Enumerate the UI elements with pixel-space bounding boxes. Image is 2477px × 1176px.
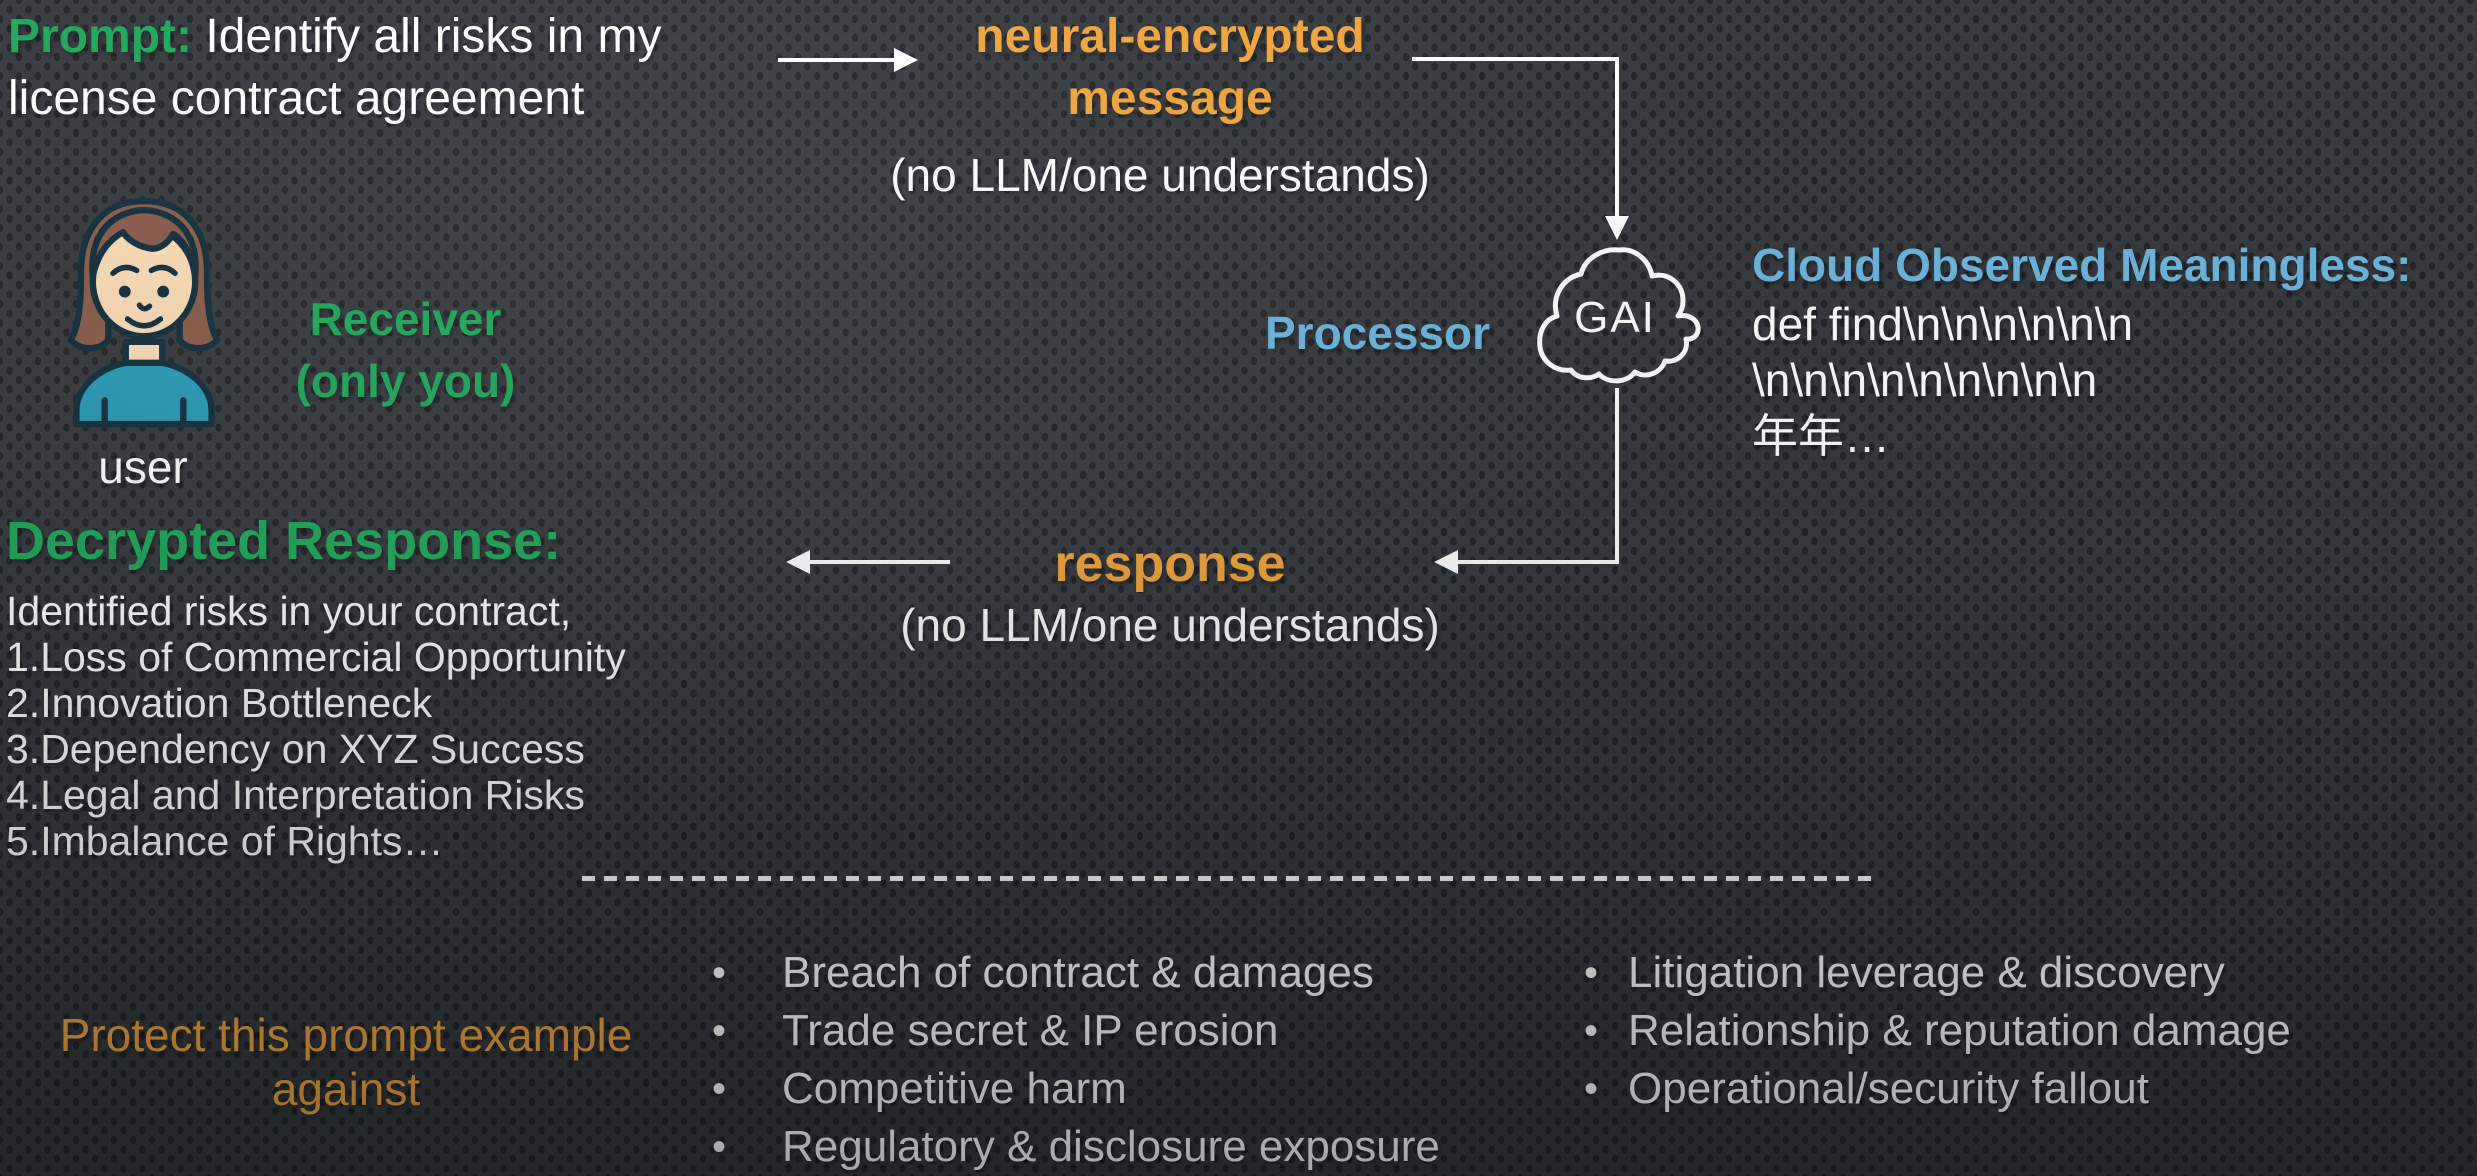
cloud-observed-line: 年年…: [1752, 410, 1890, 462]
decrypted-line: 5.Imbalance of Rights…: [6, 818, 444, 864]
prompt-line2: license contract agreement: [8, 72, 585, 125]
cloud-observed-line: def find\n\n\n\n\n\n: [1752, 298, 2134, 350]
decrypted-line: 2.Innovation Bottleneck: [6, 680, 433, 726]
prompt-line1: Identify all risks in my: [191, 10, 662, 63]
risk-item: Competitive harm: [706, 1060, 1586, 1118]
user-label: user: [98, 441, 188, 493]
prompt-label: Prompt:: [8, 10, 192, 63]
encrypted-message-label: neural-encrypted message: [880, 6, 1460, 130]
protect-line1: Protect this prompt example: [59, 1009, 633, 1061]
encrypted-message-line2: message: [1067, 72, 1273, 125]
cloud-observed-line: \n\n\n\n\n\n\n\n\n: [1752, 354, 2098, 406]
cloud-observed-code: def find\n\n\n\n\n\n \n\n\n\n\n\n\n\n\n …: [1752, 296, 2472, 464]
risk-item: Relationship & reputation damage: [1578, 1002, 2477, 1060]
response-note: (no LLM/one understands): [900, 599, 1440, 651]
risk-list-right: Litigation leverage & discovery Relation…: [1578, 944, 2477, 1118]
cloud-gai-text: GAI: [1574, 293, 1656, 342]
risk-item: Operational/security fallout: [1578, 1060, 2477, 1118]
protect-caption: Protect this prompt example against: [0, 1008, 692, 1116]
encrypted-message-line1: neural-encrypted: [975, 10, 1365, 63]
cloud-observed-title: Cloud Observed Meaningless:: [1752, 239, 2412, 291]
decrypted-line: 4.Legal and Interpretation Risks: [6, 772, 585, 818]
risk-item: Trade secret & IP erosion: [706, 1002, 1586, 1060]
risk-item: Litigation leverage & discovery: [1578, 944, 2477, 1002]
risk-item: Breach of contract & damages: [706, 944, 1586, 1002]
user-avatar-icon: [48, 188, 240, 428]
dashed-divider: [582, 876, 1880, 881]
cloud-gai-icon: GAI: [1510, 240, 1722, 390]
receiver-label: Receiver (only you): [268, 288, 543, 412]
receiver-line1: Receiver: [309, 293, 502, 345]
decrypted-response-list: Identified risks in your contract, 1.Los…: [6, 588, 766, 864]
response-label: response: [1054, 535, 1286, 593]
prompt-text: Prompt: Identify all risks in my license…: [8, 6, 828, 130]
risk-list-left: Breach of contract & damages Trade secre…: [706, 944, 1586, 1176]
processor-label: Processor: [1264, 307, 1490, 359]
encrypted-message-note: (no LLM/one understands): [890, 149, 1430, 201]
decrypted-line: Identified risks in your contract,: [6, 588, 572, 634]
decrypted-line: 3.Dependency on XYZ Success: [6, 726, 585, 772]
decrypted-response-title: Decrypted Response:: [6, 511, 562, 571]
receiver-line2: (only you): [295, 355, 516, 407]
protect-line2: against: [271, 1063, 421, 1115]
decrypted-line: 1.Loss of Commercial Opportunity: [6, 634, 626, 680]
risk-item: Regulatory & disclosure exposure: [706, 1118, 1586, 1176]
arrow-cloud-to-response: [1434, 388, 1619, 574]
